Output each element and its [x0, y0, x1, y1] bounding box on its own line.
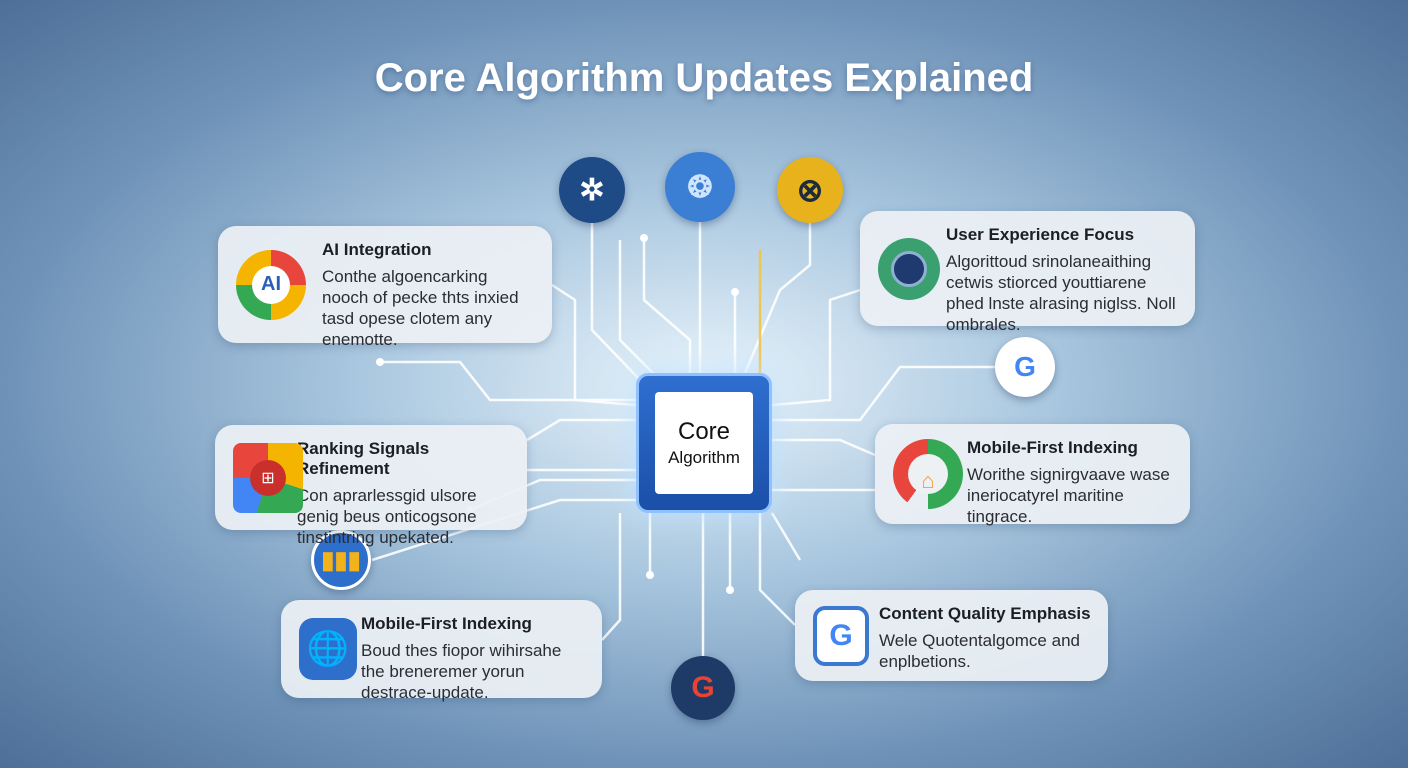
card-body: Con aprarlessgid ulsore genig beus ontic…: [297, 486, 477, 547]
card-body: Wele Quotentalgomce and enplbetions.: [879, 631, 1080, 671]
google-node-icon: G: [995, 337, 1055, 397]
target-node-icon: ⊗: [777, 157, 843, 223]
page-title: Core Algorithm Updates Explained: [374, 56, 1034, 100]
google-hexagon-icon: G: [813, 605, 869, 666]
ai-octagon-icon: AI: [236, 249, 306, 320]
brain-node-icon: ❂: [665, 152, 735, 222]
core-label: Core: [677, 418, 731, 445]
card-title: Mobile-First Indexing: [967, 438, 1138, 457]
card-title: Content Quality Emphasis: [879, 604, 1091, 623]
card-body: Algorittoud srinolaneaithing cetwis stio…: [946, 252, 1176, 334]
globe-icon: 🌐: [299, 618, 357, 680]
algorithm-label: Algorithm: [668, 448, 740, 467]
knot-node-icon: ✲: [559, 157, 625, 223]
user-experience-icon: [878, 237, 940, 300]
card-title: Ranking Signals Refinement: [297, 439, 430, 478]
bar-chart-node-icon: ▮▮▮: [311, 530, 371, 590]
gauge-home-icon: ⌂: [893, 439, 963, 509]
card-title: User Experience Focus: [946, 225, 1135, 244]
card-title: AI Integration: [322, 240, 432, 259]
card-body: Boud thes fiopor wihirsahe the brenereme…: [361, 641, 562, 702]
card-body: Conthe algoencarking nooch of pecke thts…: [322, 267, 519, 349]
card-body: Worithe signirgvaave wase ineriocatyrel …: [967, 465, 1170, 526]
ranking-hexagon-icon: ⊞: [233, 442, 303, 513]
card-title: Mobile-First Indexing: [361, 614, 532, 633]
google-bottom-node-icon: G: [671, 656, 735, 720]
